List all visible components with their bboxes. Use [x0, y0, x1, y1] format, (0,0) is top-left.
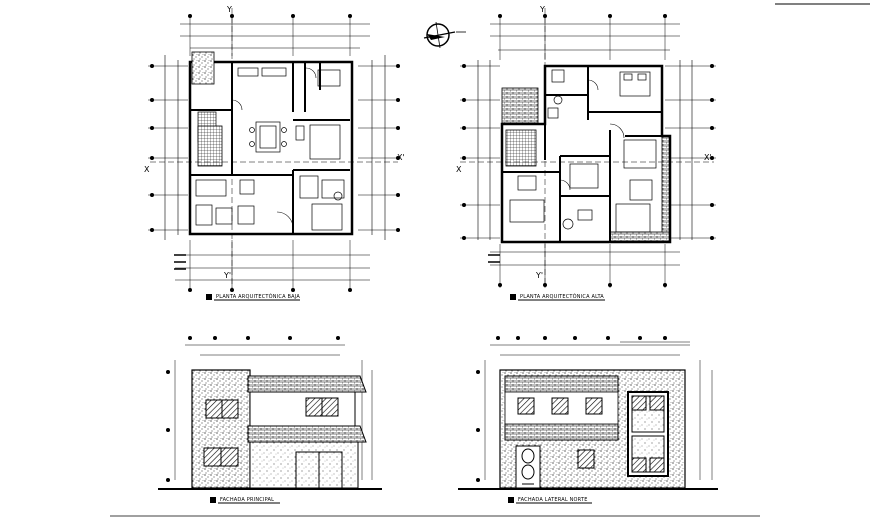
grid-bubbles [150, 14, 400, 292]
section-x-right: X' [397, 153, 405, 162]
view-title-upper-plan: PLANTA ARQUITECTÓNICA ALTA [520, 293, 604, 300]
elevation-side: FACHADA LATERAL NORTE [458, 336, 718, 504]
section-y-bottom: Y' [223, 271, 231, 280]
roof-slab-bottom [609, 231, 671, 243]
exterior-walls [188, 60, 354, 236]
elevation-front: FACHADA PRINCIPAL [158, 336, 382, 504]
interior-walls [502, 66, 662, 242]
plan-ground-floor: Y Y' X X' PLANTA ARQUITECTÓNICA BAJA [144, 5, 405, 301]
section-y-top: Y [226, 5, 232, 14]
view-title-front-elevation: FACHADA PRINCIPAL [220, 497, 274, 503]
section-x-left: X [456, 165, 462, 174]
section-markers: Y Y' X X' [456, 5, 714, 286]
north-arrow-icon [423, 21, 466, 49]
roof-lower [504, 423, 619, 441]
section-x-right: X' [704, 153, 712, 162]
plan-upper-floor: Y Y' X X' PLANTA ARQUITECTÓNICA ALTA [456, 5, 716, 301]
stairs [197, 125, 223, 167]
roof-upper [247, 375, 367, 393]
facade-wall-upper [249, 391, 356, 431]
view-title-ground-plan: PLANTA ARQUITECTÓNICA BAJA [216, 293, 300, 300]
windows [203, 397, 343, 489]
section-markers: Y Y' X X' [144, 5, 405, 290]
view-title-side-elevation: FACHADA LATERAL NORTE [518, 497, 588, 503]
door-swings [559, 79, 625, 191]
windows [517, 391, 669, 477]
roof-lower [247, 425, 367, 443]
section-y-bottom: Y' [535, 271, 543, 280]
roof-upper [504, 375, 619, 393]
exterior-walls [500, 64, 672, 244]
dimension-lines [477, 23, 693, 266]
section-x-left: X [144, 165, 150, 174]
section-y-top: Y [539, 5, 545, 14]
dimension-lines [164, 23, 386, 281]
roof-slab-left [501, 87, 539, 125]
entry-door [515, 445, 541, 489]
stairs [505, 129, 537, 167]
facade-wall-left [191, 369, 251, 489]
furniture [509, 69, 657, 233]
door-swings [231, 67, 317, 229]
garden-area [191, 51, 215, 85]
